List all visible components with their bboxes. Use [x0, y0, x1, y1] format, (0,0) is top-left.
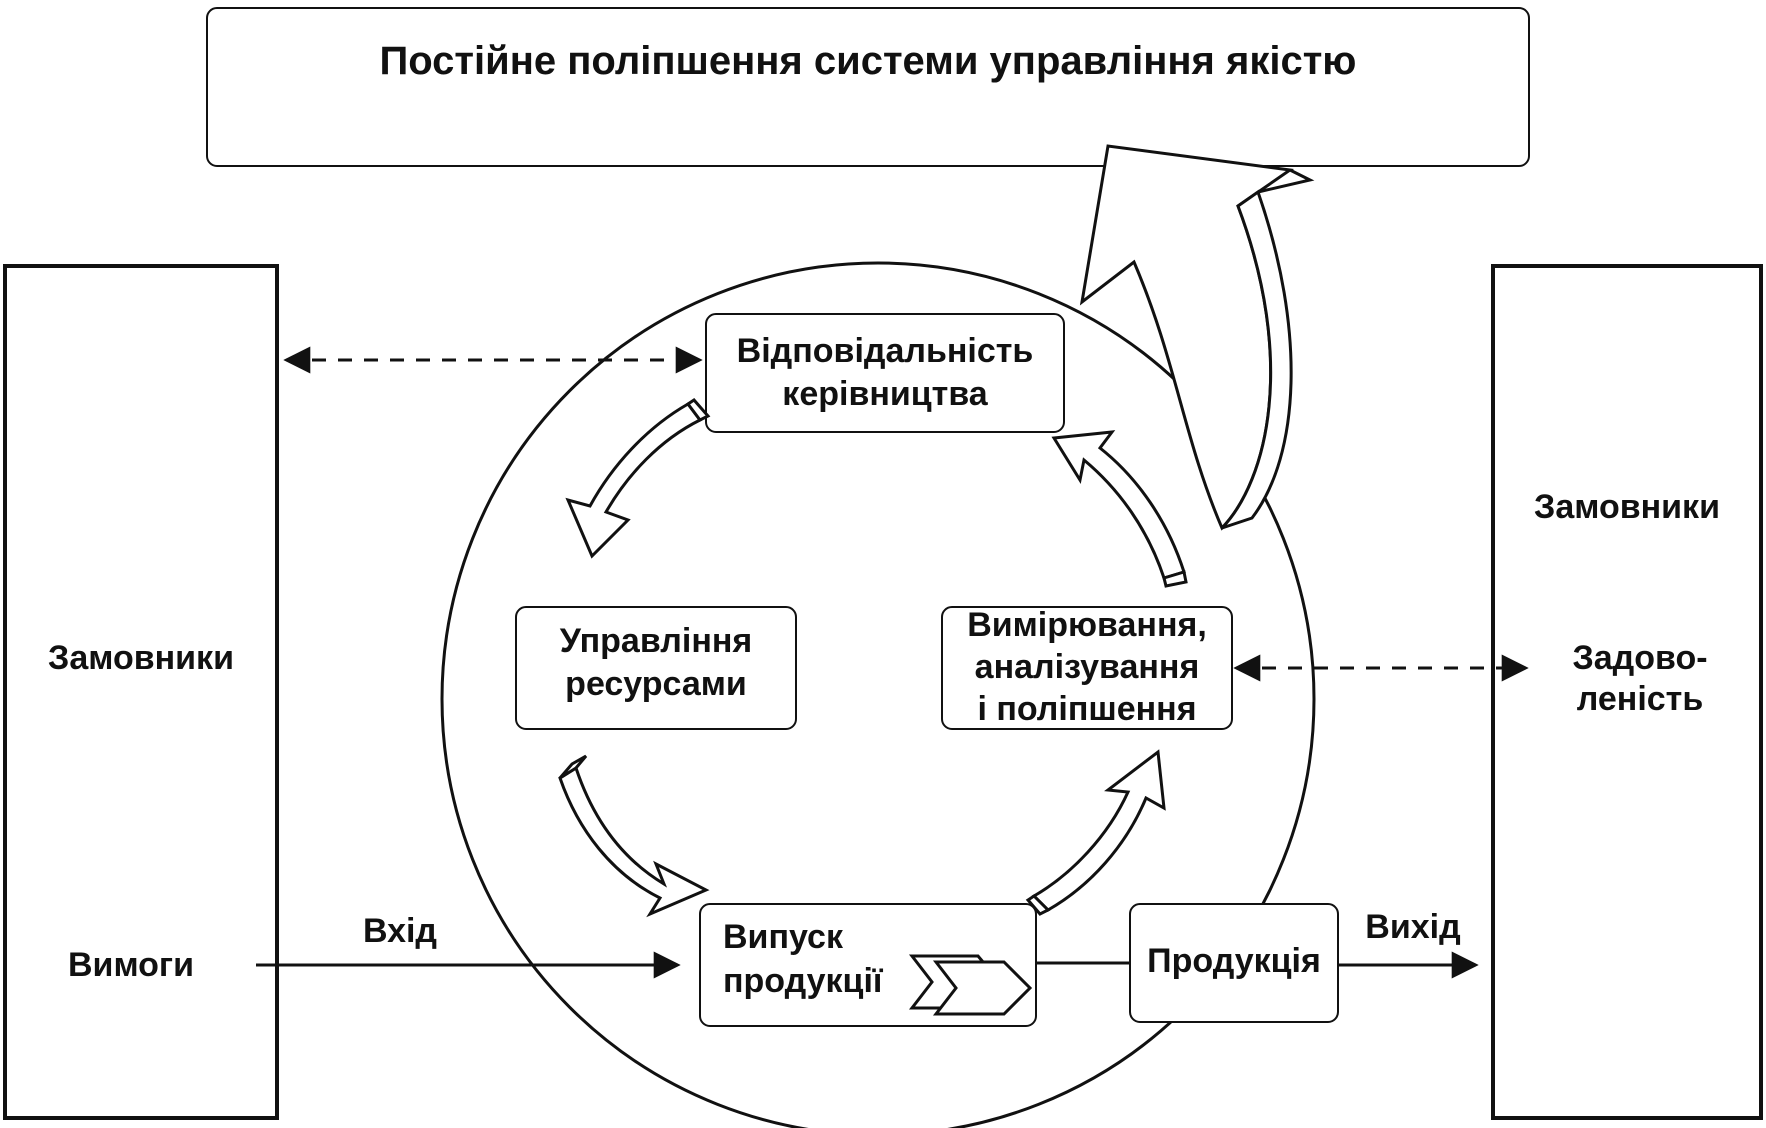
measurement-label-line2: аналізування [974, 648, 1200, 686]
satisfaction-label-line2: леність [1576, 680, 1704, 718]
improvement-arrow [1079, 144, 1315, 531]
measurement-label-line1: Вимірювання, [967, 606, 1207, 644]
product-label: Продукція [1147, 942, 1321, 980]
resources-box [515, 606, 797, 730]
resources-label-line2: ресурсами [565, 665, 747, 703]
output-label: Вихід [1365, 908, 1461, 946]
input-label: Вхід [362, 912, 438, 950]
left-customers-panel [3, 264, 279, 1120]
cycle-arrow-resources-to-production [558, 754, 710, 918]
production-label-line2: продукції [723, 962, 883, 1000]
process-circle [440, 261, 1316, 1128]
right-customers-panel [1491, 264, 1763, 1120]
cycle-arrow-management-to-resources [565, 398, 711, 559]
cycle-arrow-production-to-measurement [1025, 749, 1166, 916]
satisfaction-label-line1: Задово- [1572, 639, 1708, 677]
management-label-line2: керівництва [782, 375, 988, 413]
page-title: Постійне поліпшення системи управління я… [379, 39, 1357, 83]
cycle-arrow-measurement-to-management [1051, 430, 1188, 588]
right-customers-label: Замовники [1534, 488, 1720, 526]
resources-label-line1: Управління [559, 622, 753, 660]
production-chevrons-icon [908, 954, 1033, 1016]
left-customers-label: Замовники [48, 639, 234, 677]
management-box [705, 313, 1065, 433]
management-label-line1: Відповідальність [736, 332, 1034, 370]
measurement-label-line3: і поліпшення [977, 690, 1197, 728]
title-box [206, 7, 1530, 167]
production-label-line1: Випуск [723, 918, 843, 956]
measurement-box [941, 606, 1233, 730]
requirements-label: Вимоги [68, 946, 194, 984]
